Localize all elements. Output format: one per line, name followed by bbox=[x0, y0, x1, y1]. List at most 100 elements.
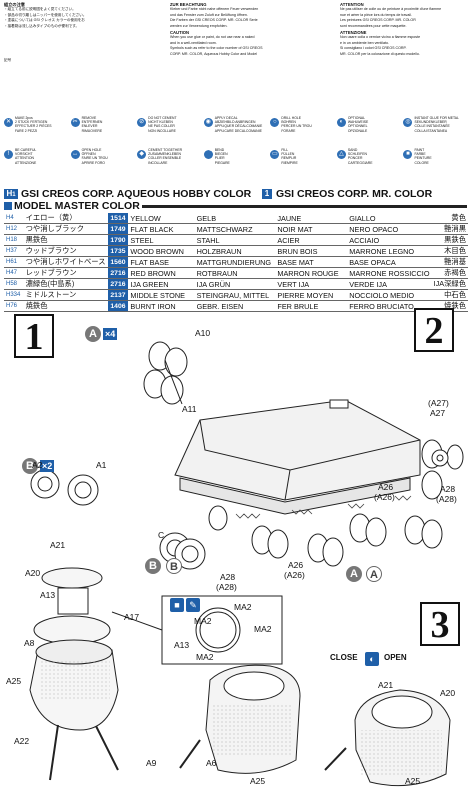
instruction-line: sont recommandées pour cette maquette. bbox=[340, 23, 407, 28]
color-cell-en: YELLOW bbox=[128, 213, 195, 224]
color-cell-en: WOOD BROWN bbox=[128, 245, 195, 257]
sprue-a-badge: A bbox=[85, 326, 101, 342]
instruction-line: Les peintures GSI CREOS CORP. MR. COLOR bbox=[340, 18, 416, 23]
instruction-line: CORP. MR. COLOR, Aqueous Hobby Color and… bbox=[170, 51, 258, 56]
color-cell-it: MARRONE ROSSICCIO bbox=[347, 267, 432, 279]
part-label: MA2 bbox=[194, 616, 212, 626]
color-cell-h: H76 bbox=[4, 300, 24, 312]
color-cell-de: IJA GRÜN bbox=[194, 278, 276, 290]
color-cell-de: STAHL bbox=[194, 234, 276, 246]
color-cell-it: MARRONE LEGNO bbox=[347, 245, 432, 257]
legend-symbol-label: NON INCOLLARE bbox=[148, 128, 176, 133]
part-label: (A26) bbox=[374, 492, 395, 502]
legend-symbol-icon: ◆ bbox=[137, 150, 147, 159]
part-label: A27 bbox=[430, 408, 446, 418]
color-cell-en: FLAT BASE bbox=[128, 256, 195, 268]
part-label: A13 bbox=[174, 640, 190, 650]
legend-symbol-label: ATTENTION bbox=[15, 156, 34, 161]
color-cell-fr: JAUNE bbox=[275, 213, 348, 224]
color-cell-de: STEINGRAU, MITTEL bbox=[194, 289, 276, 301]
legend-symbol-label: PAINT bbox=[414, 148, 425, 152]
color-cell-it: NOCCIOLO MEDIO bbox=[347, 289, 432, 301]
part-label: A11 bbox=[182, 404, 197, 414]
legend-symbol-icon: ◐ bbox=[336, 118, 346, 127]
legend-symbol-label: OPTIONNEL bbox=[347, 124, 368, 129]
instruction-line: ・組立てる前に説明図をよく見てください。 bbox=[4, 7, 76, 12]
color-cell-h: H18 bbox=[4, 234, 24, 246]
legend-symbol-label: INCOLLARE bbox=[148, 160, 168, 165]
legend-symbol-label: PIEGARE bbox=[214, 160, 230, 165]
part-label: MA2 bbox=[196, 652, 214, 662]
badge-letter: H bbox=[6, 189, 13, 198]
legend-symbol-icon: ⊘ bbox=[137, 118, 147, 127]
color-cell-num: 1790 bbox=[107, 234, 129, 246]
part-label: A26 bbox=[378, 482, 394, 492]
paint-icon: ■ bbox=[170, 598, 184, 612]
instruction-line: ・塗装については GSI クレオス カラーの使用をお勧めします。 bbox=[4, 18, 85, 23]
legend-symbol-label: BEND bbox=[214, 148, 225, 152]
legend-symbol-label: NICHT KLEBEN bbox=[148, 120, 173, 125]
legend-symbol-label: RIMUOVERE bbox=[81, 128, 103, 133]
mr-color-title: GSI CREOS CORP. MR. COLOR bbox=[276, 188, 433, 200]
color-cell-jp: つや消しブラック bbox=[23, 223, 108, 235]
legend-symbol-label: COLLE INSTANTANÉE bbox=[414, 124, 450, 129]
idler-wheels bbox=[431, 449, 449, 467]
suspension-springs bbox=[235, 495, 412, 519]
brush-icon: ✎ bbox=[186, 598, 200, 612]
assembly-diagram: 1 2 3 A ×4 B ×2 B B A A ■ ✎ ◐ A10 A11 A2… bbox=[0, 300, 471, 800]
color-cell-it: GIALLO bbox=[347, 213, 432, 224]
instructions-it: ATTENZIONE Non usare colla o vernice vic… bbox=[340, 30, 468, 57]
legend-symbol-label: FAIRE UN TROU bbox=[81, 156, 108, 161]
sprue-a-optional-badge: A bbox=[366, 566, 382, 582]
sprocket-drawing bbox=[30, 469, 206, 570]
part-label: A25 bbox=[250, 776, 266, 786]
part-label: MA2 bbox=[254, 624, 272, 634]
legend-symbol-label: FARBE bbox=[414, 152, 426, 157]
instructions-jp: 組立の注意 ・組立てる前に説明図をよく見てください。 ・部品の切り離しはニッパー… bbox=[4, 2, 88, 29]
color-cell-fr: MARRON ROUGE bbox=[275, 267, 348, 279]
legend-symbol-label: FORARE bbox=[281, 128, 296, 133]
color-cell-jp2: 木目色 bbox=[431, 245, 468, 257]
sprue-b-badge: B bbox=[145, 558, 161, 574]
legend-symbol-icon: ↔ bbox=[70, 150, 80, 159]
legend-heading: 記号 bbox=[4, 58, 12, 62]
color-cell-fr: ACIER bbox=[275, 234, 348, 246]
color-cell-de: ROTBRAUN bbox=[194, 267, 276, 279]
legend-symbol-label: SCHLEIFEN bbox=[347, 152, 367, 157]
instruction-line: Die Farben der GSI CREOS CORP. MR. COLOR… bbox=[170, 18, 258, 23]
turret-step3 bbox=[324, 689, 451, 787]
color-cell-num: 1514 bbox=[107, 213, 129, 224]
color-cell-jp2: 赤褐色 bbox=[431, 267, 468, 279]
legend-symbol-label: SEKUNDENKLEBER bbox=[414, 120, 447, 125]
instruction-line: and in a well-ventilated room. bbox=[170, 40, 217, 45]
legend-symbol-label: CARTEGGIARE bbox=[347, 160, 373, 165]
legend-symbol-label: ABZIEHBILD ANBRINGEN bbox=[214, 120, 256, 125]
color-cell-it: ACCIAIO bbox=[347, 234, 432, 246]
instruction-line: nue et aérer la pièce lors du temps de t… bbox=[340, 12, 412, 17]
color-cell-de: MATTSCHWARZ bbox=[194, 223, 276, 235]
instructions-en-heading: CAUTION bbox=[170, 30, 190, 35]
instructions-jp-heading: 組立の注意 bbox=[4, 2, 25, 7]
front-wheel-assembly bbox=[143, 341, 188, 405]
part-label: A2 bbox=[32, 460, 43, 470]
color-cell-jp2: 艶消黒 bbox=[431, 223, 468, 235]
badge-number: 1 bbox=[12, 192, 16, 198]
quantity-x2: ×2 bbox=[40, 460, 55, 472]
part-label: A28 bbox=[440, 484, 456, 494]
part-label: A25 bbox=[405, 776, 421, 786]
part-label: A6 bbox=[206, 758, 217, 768]
